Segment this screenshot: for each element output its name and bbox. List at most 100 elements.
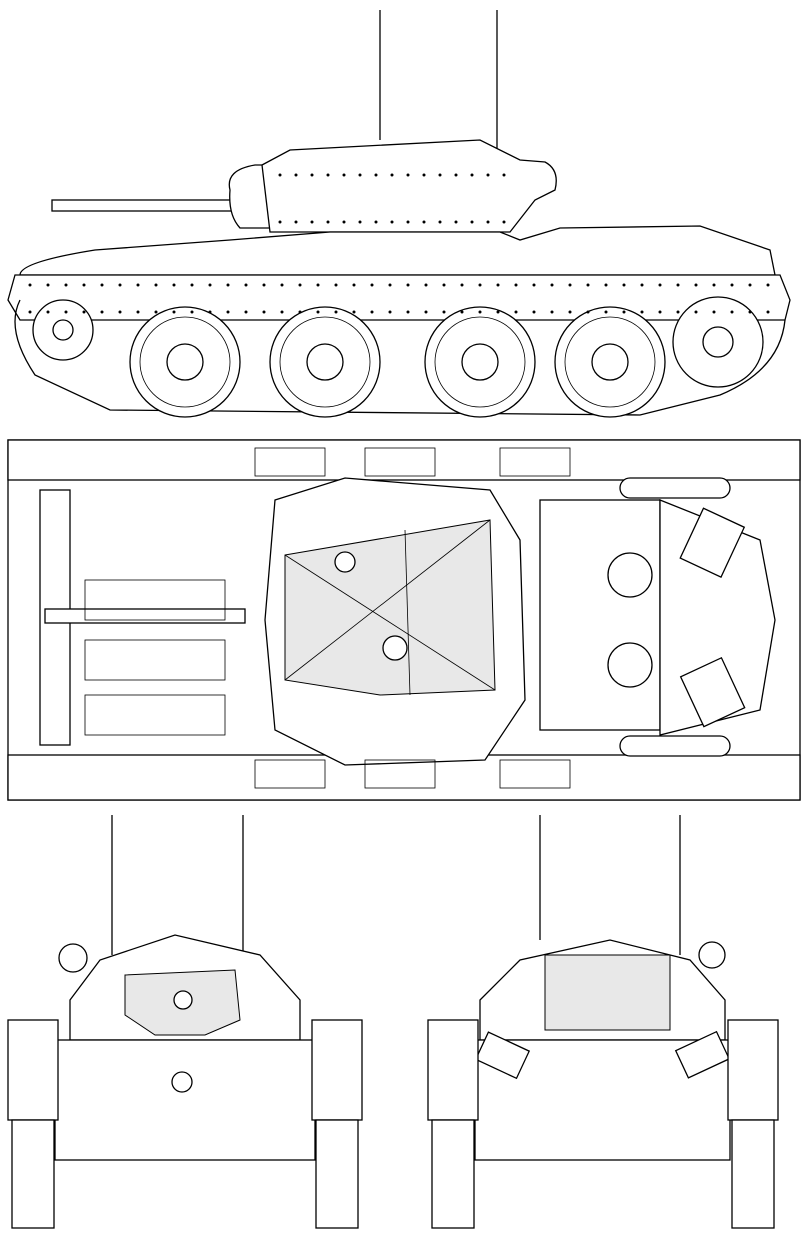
rivet xyxy=(244,283,248,287)
rivet xyxy=(442,283,446,287)
rivet xyxy=(334,283,338,287)
rivet xyxy=(640,283,644,287)
sprocket-hub xyxy=(702,326,734,358)
rivet xyxy=(406,173,410,177)
rivet xyxy=(712,283,716,287)
rivet xyxy=(442,310,446,314)
rivet xyxy=(326,173,330,177)
rivet xyxy=(136,310,140,314)
rivet xyxy=(310,220,314,224)
roof-line xyxy=(284,554,496,691)
rivet xyxy=(390,220,394,224)
engine-deck xyxy=(539,499,661,731)
road-wheel xyxy=(269,306,381,418)
rear-view xyxy=(427,815,779,1229)
rivet xyxy=(622,283,626,287)
rivet xyxy=(294,220,298,224)
cupola xyxy=(382,635,408,661)
rivet xyxy=(154,283,158,287)
rivet xyxy=(388,283,392,287)
rivet xyxy=(604,310,608,314)
rivet xyxy=(316,310,320,314)
rivet xyxy=(454,173,458,177)
rivet xyxy=(280,310,284,314)
rivet xyxy=(514,310,518,314)
rivet xyxy=(298,310,302,314)
engine-louver xyxy=(84,639,226,681)
rivet xyxy=(64,283,68,287)
fuel-can-left xyxy=(474,1031,531,1080)
rivet xyxy=(730,283,734,287)
engine-louver xyxy=(84,579,226,621)
rivet xyxy=(190,310,194,314)
rivet xyxy=(486,220,490,224)
road-wheel xyxy=(554,306,666,418)
rivet xyxy=(406,220,410,224)
rivet xyxy=(460,310,464,314)
rivet xyxy=(658,283,662,287)
stowage-box xyxy=(499,447,571,477)
rivet xyxy=(154,310,158,314)
turret xyxy=(261,139,557,233)
rivet xyxy=(550,283,554,287)
rivet xyxy=(496,310,500,314)
rivet xyxy=(658,310,662,314)
rivet xyxy=(278,173,282,177)
rivet xyxy=(190,283,194,287)
gun-muzzle xyxy=(173,990,193,1010)
mudguard-right xyxy=(311,1019,363,1121)
rivet xyxy=(422,220,426,224)
mudguard-left xyxy=(427,1019,479,1121)
rivet xyxy=(28,283,32,287)
air-cleaner xyxy=(607,642,653,688)
track-left-front xyxy=(11,1119,55,1229)
tow-hook xyxy=(171,1071,193,1093)
rivet xyxy=(262,310,266,314)
roof-line xyxy=(284,519,491,681)
rivet xyxy=(46,283,50,287)
rivet xyxy=(766,310,770,314)
rivet xyxy=(406,310,410,314)
rivet xyxy=(46,310,50,314)
stowage-box xyxy=(254,447,326,477)
headlamp xyxy=(698,941,726,969)
rivet xyxy=(712,310,716,314)
rivet xyxy=(424,283,428,287)
rivet xyxy=(118,283,122,287)
rivet xyxy=(326,220,330,224)
rivet xyxy=(298,283,302,287)
rivet xyxy=(422,173,426,177)
rear-bin xyxy=(544,954,671,1031)
rivet xyxy=(82,310,86,314)
road-wheel-rim xyxy=(434,316,526,408)
air-cleaner xyxy=(607,552,653,598)
rivet xyxy=(136,283,140,287)
rivet xyxy=(244,310,248,314)
rivet xyxy=(172,310,176,314)
hull-front xyxy=(54,1039,316,1161)
exhaust-right xyxy=(619,735,731,757)
rivet xyxy=(172,283,176,287)
rivet xyxy=(486,173,490,177)
hull-upper xyxy=(19,225,776,276)
rivet xyxy=(390,173,394,177)
rivet xyxy=(310,173,314,177)
rivet xyxy=(64,310,68,314)
engine-louver xyxy=(84,694,226,736)
road-wheel-rim xyxy=(564,316,656,408)
rivet xyxy=(406,283,410,287)
rivet xyxy=(370,310,374,314)
gun-top xyxy=(44,608,246,624)
rivet xyxy=(568,283,572,287)
rivet xyxy=(694,310,698,314)
drive-sprocket xyxy=(672,296,764,388)
rivet xyxy=(278,220,282,224)
main-gun xyxy=(51,199,233,212)
rivet xyxy=(550,310,554,314)
road-wheel-rim xyxy=(139,316,231,408)
rivet xyxy=(478,283,482,287)
fuel-can-right xyxy=(674,1030,731,1079)
road-wheel-rim xyxy=(279,316,371,408)
rivet xyxy=(676,310,680,314)
